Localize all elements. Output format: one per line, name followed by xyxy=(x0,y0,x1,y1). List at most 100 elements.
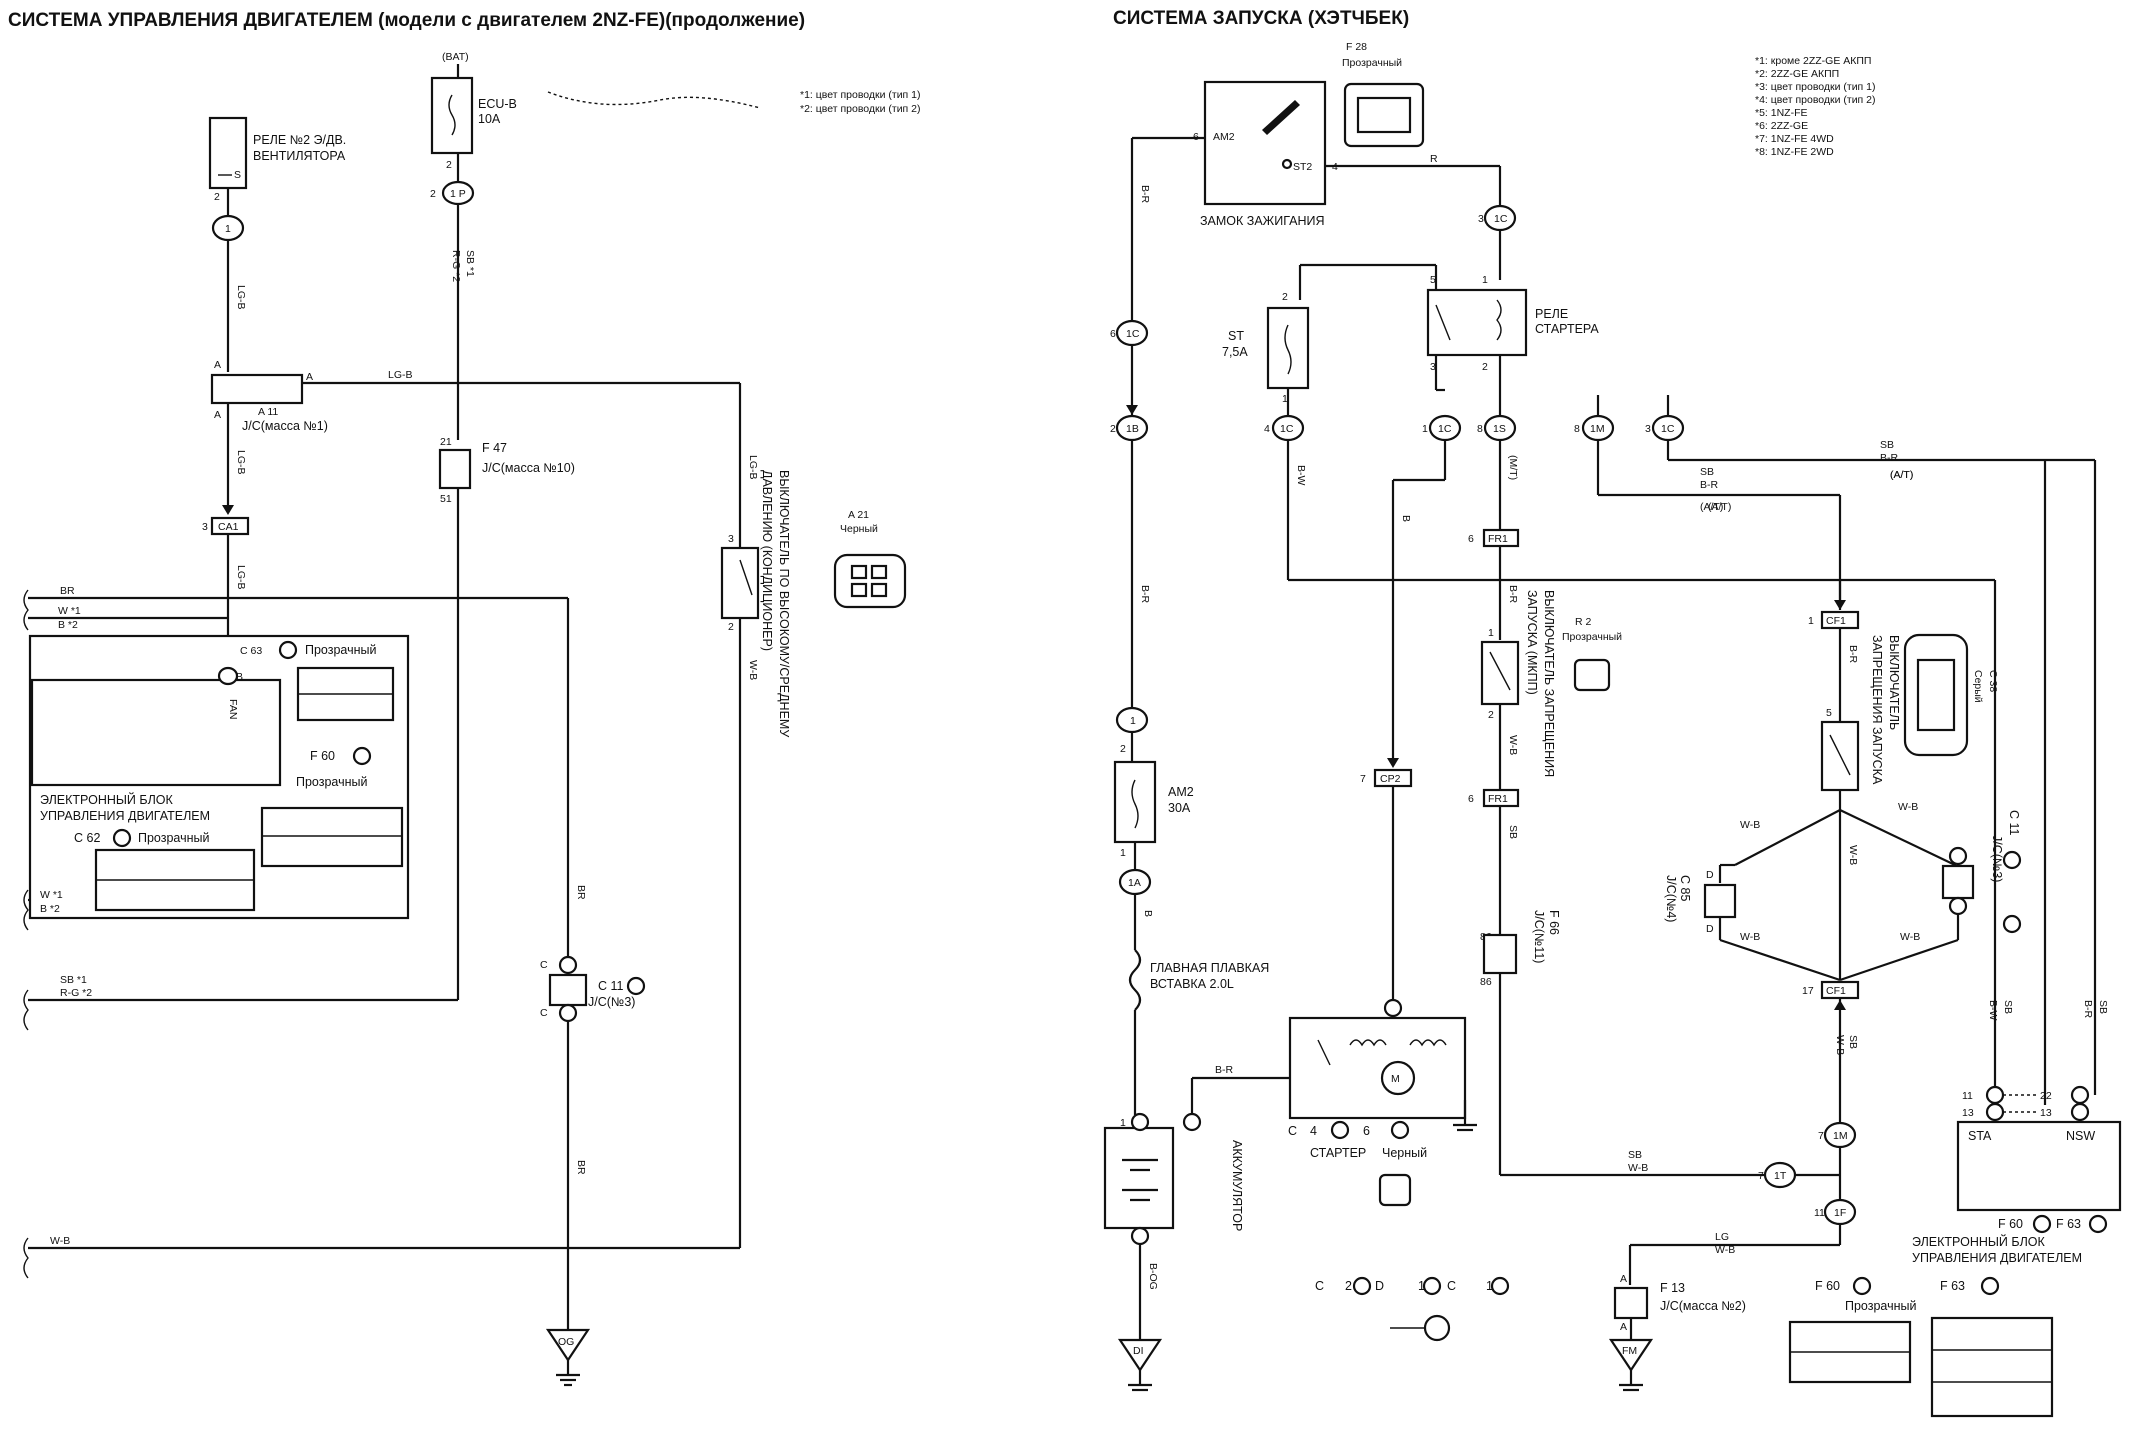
svg-text:W-B: W-B xyxy=(1740,931,1760,943)
ecu-left-label-2: УПРАВЛЕНИЯ ДВИГАТЕЛЕМ xyxy=(40,809,210,823)
svg-text:5: 5 xyxy=(1430,274,1436,286)
svg-text:Прозрачный: Прозрачный xyxy=(1342,57,1402,69)
wire-lgb-3: LG-B xyxy=(235,450,247,475)
jc-4: D D W-B C 85 J/C(№4) xyxy=(1664,863,1841,982)
svg-text:B-R: B-R xyxy=(1215,1064,1234,1076)
svg-text:C: C xyxy=(540,1007,548,1019)
wire-br-2: BR xyxy=(575,1160,587,1175)
svg-text:1: 1 xyxy=(1120,1117,1126,1129)
svg-text:ST: ST xyxy=(1228,329,1244,343)
svg-text:СТАРТЕРА: СТАРТЕРА xyxy=(1535,322,1599,336)
svg-text:8: 8 xyxy=(1574,423,1580,435)
ecu-b-fuse: (BAT) ECU-B 10A xyxy=(430,51,517,155)
svg-text:STA: STA xyxy=(1968,1129,1992,1143)
svg-text:22: 22 xyxy=(2040,1090,2052,1102)
c63-ref: C 63 xyxy=(240,645,262,657)
svg-text:1S: 1S xyxy=(1493,423,1506,435)
svg-text:B-R: B-R xyxy=(1880,452,1899,464)
svg-text:2: 2 xyxy=(1482,361,1488,373)
left-note-1: *1: цвет проводки (тип 1) xyxy=(800,89,921,101)
jc-11: 86 86 F 66 J/C(№11) xyxy=(1480,910,1561,988)
svg-text:*3: цвет проводки (тип 1): *3: цвет проводки (тип 1) xyxy=(1755,81,1876,93)
svg-text:C 11: C 11 xyxy=(2007,810,2021,836)
svg-text:D: D xyxy=(1706,869,1714,881)
f60-color: Прозрачный xyxy=(296,775,368,789)
svg-text:R: R xyxy=(1430,153,1438,165)
svg-text:FR1: FR1 xyxy=(1488,533,1508,545)
c63-color: Прозрачный xyxy=(305,643,377,657)
svg-text:РЕЛЕ: РЕЛЕ xyxy=(1535,307,1568,321)
wire-b2-2: B *2 xyxy=(40,903,60,915)
svg-text:11: 11 xyxy=(1814,1207,1825,1219)
fan-relay-2: S РЕЛЕ №2 Э/ДВ. ВЕНТИЛЯТОРА xyxy=(208,116,346,190)
svg-text:8: 8 xyxy=(1477,423,1483,435)
svg-text:F 60: F 60 xyxy=(1815,1279,1840,1293)
jc-3-right: W-B C 11 J/C(№3) xyxy=(1839,810,2022,982)
fan-relay-label-2: ВЕНТИЛЯТОРА xyxy=(253,149,346,163)
svg-text:C: C xyxy=(1447,1279,1456,1293)
svg-text:AM2: AM2 xyxy=(1213,131,1235,143)
wire-rg2-2: R-G *2 xyxy=(60,987,92,999)
svg-text:ВЫКЛЮЧАТЕЛЬ ЗАПРЕЩЕНИЯ: ВЫКЛЮЧАТЕЛЬ ЗАПРЕЩЕНИЯ xyxy=(1542,590,1556,777)
wire-lgb-4: LG-B xyxy=(235,565,247,590)
svg-text:2: 2 xyxy=(430,188,436,200)
svg-text:7: 7 xyxy=(1360,773,1366,785)
svg-text:7: 7 xyxy=(1818,1130,1824,1142)
svg-text:C: C xyxy=(1288,1124,1297,1138)
svg-text:FR1: FR1 xyxy=(1488,793,1508,805)
svg-text:6: 6 xyxy=(1468,793,1474,805)
svg-text:W-B: W-B xyxy=(1847,845,1859,865)
svg-text:СТАРТЕР: СТАРТЕР xyxy=(1310,1146,1366,1160)
f47-label: J/C(масса №10) xyxy=(482,461,575,475)
ecu-box-right: 11 13 22 13 STA NSW F 60 F 63 ЭЛЕКТРОННЫ… xyxy=(1912,1085,2122,1265)
svg-text:B-R: B-R xyxy=(1139,585,1151,604)
right-notes: *1: кроме 2ZZ-GE АКПП *2: 2ZZ-GE АКПП *3… xyxy=(1755,55,1876,158)
wire-sb1-2: SB *1 xyxy=(60,974,87,986)
svg-text:CF1: CF1 xyxy=(1826,985,1846,997)
svg-text:F 63: F 63 xyxy=(1940,1279,1965,1293)
ac-switch-label-1: ВЫКЛЮЧАТЕЛЬ ПО ВЫСОКОМУ/СРЕДНЕМУ xyxy=(777,470,791,737)
svg-text:2: 2 xyxy=(728,621,734,633)
fan-pin: FAN xyxy=(227,699,239,719)
jc3-left-label: J/C(№3) xyxy=(588,995,635,1009)
svg-text:*4: цвет проводки (тип 2): *4: цвет проводки (тип 2) xyxy=(1755,94,1876,106)
svg-text:Черный: Черный xyxy=(840,523,878,535)
svg-text:C 38: C 38 xyxy=(1987,670,1999,692)
svg-text:DI: DI xyxy=(1133,1345,1144,1357)
at-label-2: (A/T) xyxy=(1890,469,1913,481)
ac-pressure-switch: LG-B 3 2 ВЫКЛЮЧАТЕЛЬ ПО ВЫСОКОМУ/СРЕДНЕМ… xyxy=(720,455,791,737)
svg-text:J/C(№4): J/C(№4) xyxy=(1664,875,1678,922)
wire-lgb-5: LG-B xyxy=(747,455,759,480)
connector-legend-row: C 2 D 1 C 1 xyxy=(1315,1276,1510,1342)
svg-text:ЗАПРЕЩЕНИЯ ЗАПУСКА: ЗАПРЕЩЕНИЯ ЗАПУСКА xyxy=(1870,635,1884,785)
svg-text:A: A xyxy=(1620,1273,1627,1285)
f47-ref: F 47 xyxy=(482,441,507,455)
connector-1t xyxy=(1763,1161,1797,1189)
svg-text:Серый: Серый xyxy=(1972,670,1984,703)
svg-text:1: 1 xyxy=(1418,1279,1425,1293)
svg-text:30A: 30A xyxy=(1168,801,1191,815)
svg-text:(M/T): (M/T) xyxy=(1507,455,1519,480)
left-title: СИСТЕМА УПРАВЛЕНИЯ ДВИГАТЕЛЕМ (модели с … xyxy=(8,10,805,31)
connector-f28: F 28 Прозрачный xyxy=(1342,41,1425,148)
battery: 1 АККУМУЛЯТОР xyxy=(1103,1112,1244,1246)
svg-text:*8: 1NZ-FE 2WD: *8: 1NZ-FE 2WD xyxy=(1755,146,1834,158)
svg-text:1A: 1A xyxy=(1128,877,1141,889)
svg-text:SB: SB xyxy=(1700,466,1714,478)
svg-text:LG: LG xyxy=(1715,1231,1729,1243)
jc1-ref: A 11 xyxy=(258,406,278,418)
svg-text:CP2: CP2 xyxy=(1380,773,1401,785)
fan-relay-label-1: РЕЛЕ №2 Э/ДВ. xyxy=(253,133,346,147)
at-inhibit-switch: 5 ВЫКЛЮЧАТЕЛЬ ЗАПРЕЩЕНИЯ ЗАПУСКА xyxy=(1820,635,1901,792)
svg-text:SB: SB xyxy=(1507,825,1519,839)
svg-text:2: 2 xyxy=(446,159,452,171)
svg-text:*5: 1NZ-FE: *5: 1NZ-FE xyxy=(1755,107,1808,119)
svg-text:FM: FM xyxy=(1622,1345,1637,1357)
svg-text:B-OG: B-OG xyxy=(1147,1263,1159,1290)
svg-text:3: 3 xyxy=(1430,361,1436,373)
svg-text:D: D xyxy=(1706,923,1714,935)
jc-mass-2: A A F 13 J/C(масса №2) xyxy=(1613,1273,1746,1333)
jc-mass-10: 21 51 F 47 J/C(масса №10) xyxy=(438,436,575,505)
svg-text:SB: SB xyxy=(1628,1149,1642,1161)
svg-text:6: 6 xyxy=(1363,1124,1370,1138)
